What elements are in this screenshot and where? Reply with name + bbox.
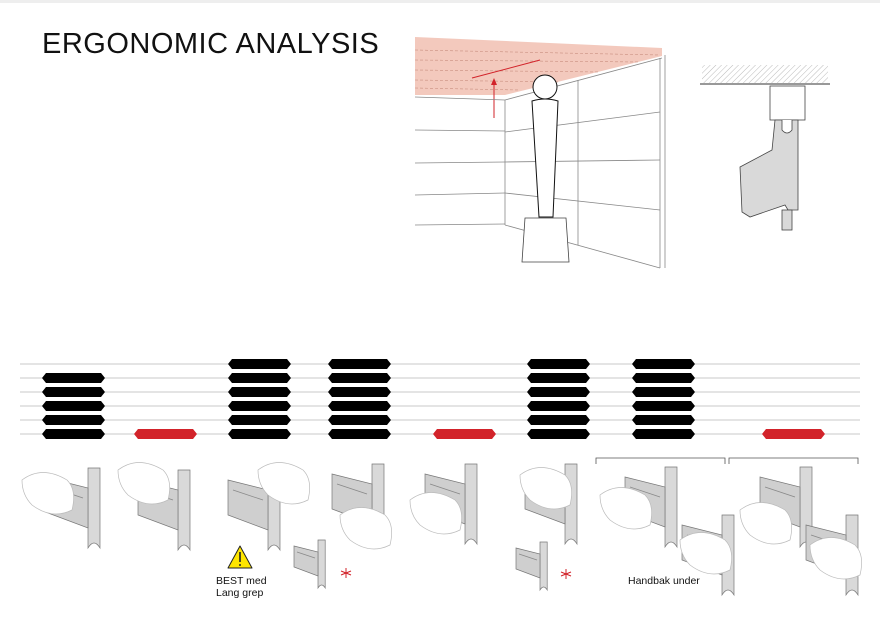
- rating-bar-bad: [433, 429, 496, 439]
- rating-bar: [328, 373, 391, 383]
- rating-bar: [632, 387, 695, 397]
- hand-sketch: [21, 472, 74, 515]
- hand-sketch: [519, 467, 572, 510]
- rating-bar: [228, 401, 291, 411]
- page-title: ERGONOMIC ANALYSIS: [42, 28, 380, 60]
- rating-bar: [328, 415, 391, 425]
- hand-sketch: [739, 502, 792, 545]
- rating-bar: [632, 415, 695, 425]
- rating-bar: [42, 387, 105, 397]
- best-note-line1: BEST med: [216, 575, 267, 587]
- hand-sketch: [339, 507, 392, 550]
- rating-bar: [527, 429, 590, 439]
- warning-triangle-icon: [227, 545, 253, 569]
- rating-bar: [328, 387, 391, 397]
- handbak-note: Handbak under: [628, 575, 700, 587]
- mannequin-base: [521, 217, 570, 263]
- rating-bar: [228, 387, 291, 397]
- rating-bar: [228, 429, 291, 439]
- hand-sketch: [599, 487, 652, 530]
- rating-bar: [527, 415, 590, 425]
- rating-bar-bad: [134, 429, 197, 439]
- rating-bar: [42, 401, 105, 411]
- rating-bar: [42, 415, 105, 425]
- rating-bar: [328, 429, 391, 439]
- rating-bar: [632, 359, 695, 369]
- rating-bar: [527, 359, 590, 369]
- hand-sketch: [257, 462, 310, 505]
- rating-bar: [328, 359, 391, 369]
- rating-bar: [228, 415, 291, 425]
- rating-bar: [228, 359, 291, 369]
- rating-grid: [20, 363, 860, 435]
- rating-bar: [527, 401, 590, 411]
- bracket-sketch: [293, 539, 326, 590]
- rating-bar-bad: [762, 429, 825, 439]
- hand-sketch: [679, 532, 732, 575]
- rating-bar: [632, 429, 695, 439]
- grip-sketches: [21, 462, 862, 597]
- rating-bar: [632, 401, 695, 411]
- rating-bars: [42, 359, 825, 439]
- bracket-detail: [700, 65, 830, 231]
- rating-bar: [228, 373, 291, 383]
- rating-bar: [328, 401, 391, 411]
- rating-bar: [42, 373, 105, 383]
- best-note-line2: Lang grep: [216, 587, 264, 599]
- rating-bar: [42, 429, 105, 439]
- red-asterisk-icon: [340, 568, 352, 578]
- best-note: BEST med Lang grep: [216, 575, 267, 599]
- hand-sketch: [809, 537, 862, 580]
- rating-bar: [527, 387, 590, 397]
- mannequin-body: [531, 98, 559, 218]
- top-border: [0, 0, 880, 3]
- red-asterisk-icon: [560, 569, 572, 579]
- bracket-sketch: [515, 541, 548, 592]
- section-brackets: [595, 457, 859, 464]
- rating-bar: [632, 373, 695, 383]
- rating-bar: [527, 373, 590, 383]
- hand-sketch: [409, 492, 462, 535]
- mannequin-head: [532, 74, 558, 100]
- hand-sketch: [117, 462, 170, 505]
